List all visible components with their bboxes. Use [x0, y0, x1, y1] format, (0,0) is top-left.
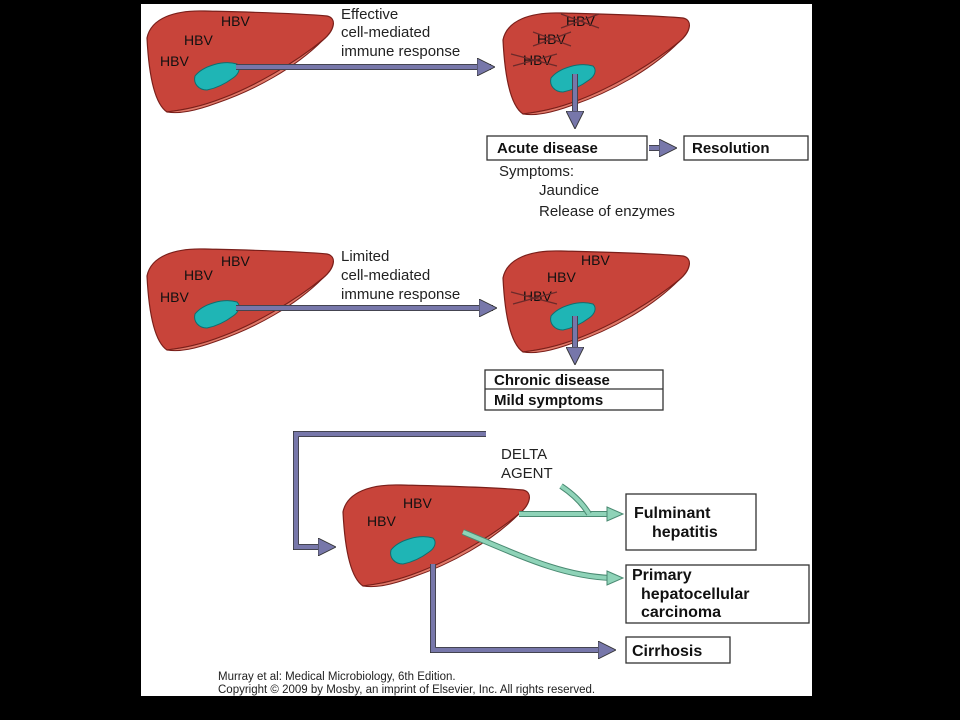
fulminant-label-1: Fulminant — [634, 505, 711, 522]
cirrhosis-label: Cirrhosis — [632, 643, 702, 660]
carcinoma-label-3: carcinoma — [641, 604, 721, 621]
carcinoma-label-1: Primary — [632, 567, 692, 584]
mild-symptoms-label: Mild symptoms — [494, 392, 603, 409]
chronic-disease-label: Chronic disease — [494, 372, 610, 389]
hbv-outcomes-diagram: HBV HBV HBV Effective cell-mediated immu… — [146, 6, 810, 696]
carcinoma-label-2: hepatocellular — [641, 586, 749, 603]
panel1-left-hbv-3: HBV — [160, 53, 189, 69]
symptom-enzymes: Release of enzymes — [539, 203, 675, 220]
symptoms-title: Symptoms: — [499, 163, 574, 180]
delta-label-1: DELTA — [501, 446, 547, 463]
panel1-left-hbv-1: HBV — [221, 13, 250, 29]
liver-to-cirrhosis-arrow — [430, 564, 607, 650]
panel1-left-hbv-2: HBV — [184, 32, 213, 48]
panel2-right-hbv-2: HBV — [547, 269, 576, 285]
panel3-hbv-1: HBV — [403, 495, 432, 511]
resolution-box — [683, 135, 809, 161]
panel2-arrow-label-3: immune response — [341, 286, 460, 303]
green-arrows — [461, 483, 625, 586]
panel2-left-hbv-3: HBV — [160, 289, 189, 305]
panel1-arrow-label-3: immune response — [341, 43, 460, 60]
panel2-cross — [510, 291, 558, 305]
panel2-left-hbv-2: HBV — [184, 267, 213, 283]
panel2-right-hbv-1: HBV — [581, 252, 610, 268]
panel2-arrow-label-2: cell-mediated — [341, 267, 430, 284]
panel3-liver — [342, 484, 531, 588]
panel3-hbv-2: HBV — [367, 513, 396, 529]
fulminant-hepatitis-box — [625, 493, 757, 551]
cirrhosis-box — [625, 636, 731, 664]
symptom-jaundice: Jaundice — [539, 182, 599, 199]
acute-disease-box — [486, 135, 648, 161]
panel1-right-hbv-group: HBV HBV HBV — [510, 13, 600, 68]
carcinoma-box — [625, 564, 810, 624]
panel2-right-hbv-3: HBV — [523, 288, 552, 304]
panel1-arrow-label-1: Effective — [341, 6, 398, 23]
fulminant-label-2: hepatitis — [652, 524, 718, 541]
panel1-right-hbv-3: HBV — [523, 52, 552, 68]
footer-citation: Murray et al: Medical Microbiology, 6th … — [218, 671, 456, 683]
panel1-cross-1 — [560, 13, 600, 29]
diagram-panel: HBV HBV HBV Effective cell-mediated immu… — [141, 4, 812, 696]
panel1-cross-3 — [510, 53, 558, 67]
panel1-cross-2 — [532, 31, 572, 47]
chronic-to-liver-arrow — [293, 431, 486, 547]
panel2-arrow-label-1: Limited — [341, 248, 389, 265]
delta-label-2: AGENT — [501, 465, 553, 482]
resolution-label: Resolution — [692, 140, 770, 157]
acute-disease-label: Acute disease — [497, 140, 598, 157]
chronic-disease-box — [484, 369, 664, 411]
panel1-arrow-label-2: cell-mediated — [341, 24, 430, 41]
footer-copyright: Copyright © 2009 by Mosby, an imprint of… — [218, 684, 595, 696]
panel2-left-hbv-1: HBV — [221, 253, 250, 269]
